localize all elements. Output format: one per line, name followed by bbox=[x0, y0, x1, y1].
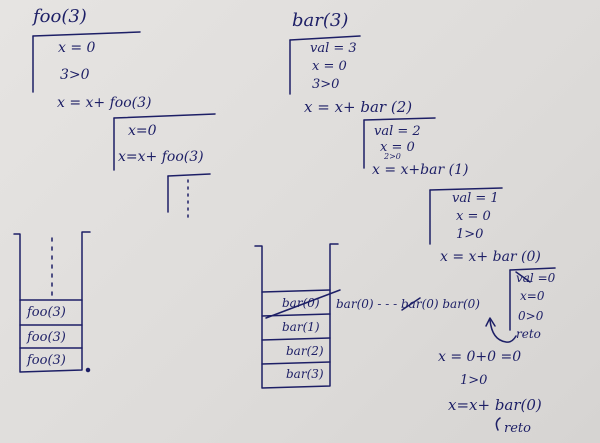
bar-frame1-line-3: 1>0 bbox=[456, 227, 484, 242]
foo-frame2-top-line bbox=[113, 113, 216, 119]
bar-strike-1 bbox=[265, 289, 341, 319]
foo-stack-item-1: foo(3) bbox=[27, 305, 66, 320]
bar-stack-line-3 bbox=[261, 337, 331, 341]
reto-hook bbox=[495, 417, 501, 431]
bar-result-line-4: reto bbox=[504, 421, 531, 436]
foo-stack-dot bbox=[85, 367, 91, 373]
bar-frame0-top-line bbox=[509, 267, 556, 271]
bar-frame1-line-1: val = 1 bbox=[452, 191, 499, 206]
bar-stack-item-2: bar(1) bbox=[282, 320, 320, 334]
bar-frame2-line-3: 2>0 bbox=[384, 152, 401, 161]
bar-strike-2 bbox=[401, 297, 421, 311]
bar-frame0-line-3: 0>0 bbox=[518, 309, 544, 323]
bar-stack-item-3: bar(2) bbox=[286, 344, 324, 358]
bar-frame2-line-4: x = x+bar (1) bbox=[372, 162, 469, 178]
bar-stack-note: bar(0) - - - bar(0) bar(0) bbox=[336, 297, 480, 311]
bar-frame1-top-line bbox=[429, 187, 503, 191]
return-arrow bbox=[489, 319, 517, 343]
bar-frame1-line-2: x = 0 bbox=[456, 209, 491, 224]
bar-frame0-line-2: x=0 bbox=[520, 289, 545, 303]
foo-stack-item-3: foo(3) bbox=[27, 353, 66, 368]
bar-frame2-line-2: x = 0 bbox=[380, 140, 415, 155]
bar-frame2-top-line bbox=[363, 117, 436, 121]
foo-frame1-line-3: x = x+ foo(3) bbox=[57, 95, 152, 111]
bar-frame3-line-1: val = 3 bbox=[310, 41, 357, 56]
bar-stack-line-4 bbox=[261, 361, 331, 365]
bar-frame3-top-line bbox=[289, 35, 361, 41]
foo-frame2-line-1: x=0 bbox=[128, 123, 157, 139]
foo-title: foo(3) bbox=[33, 6, 87, 27]
bar-stack-item-4: bar(3) bbox=[286, 367, 324, 381]
bar-title: bar(3) bbox=[292, 10, 349, 31]
bar-frame3-line-4: x = x+ bar (2) bbox=[304, 98, 413, 116]
bar-stack-item-1: bar(0) bbox=[282, 296, 320, 310]
bar-result-line-3: x=x+ bar(0) bbox=[448, 396, 542, 414]
bar-frame2-line-1: val = 2 bbox=[374, 124, 421, 139]
bar-result-line-2: 1>0 bbox=[460, 373, 488, 388]
bar-frame0-line-4: reto bbox=[516, 327, 541, 341]
foo-frame3-top-line bbox=[167, 173, 211, 177]
bar-frame3-line-3: 3>0 bbox=[312, 77, 340, 92]
foo-frame1-line-2: 3>0 bbox=[60, 67, 90, 83]
bar-result-line-1: x = 0+0 =0 bbox=[438, 349, 522, 365]
bar-frame3-line-2: x = 0 bbox=[312, 59, 347, 74]
foo-frame2-line-2: x=x+ foo(3) bbox=[118, 149, 204, 165]
val-strike bbox=[515, 271, 531, 283]
foo-frame1-line-1: x = 0 bbox=[58, 40, 96, 56]
bar-stack-line-1 bbox=[261, 289, 331, 293]
bar-frame1-line-4: x = x+ bar (0) bbox=[440, 249, 541, 265]
return-arrow-head bbox=[485, 317, 496, 327]
foo-frame1-top-line bbox=[32, 31, 141, 37]
foo-stack-item-2: foo(3) bbox=[27, 330, 66, 345]
bar-frame0-line-1: val =0 bbox=[516, 271, 556, 285]
bar-stack-walls bbox=[254, 243, 339, 389]
foo-stack-walls bbox=[13, 231, 91, 373]
